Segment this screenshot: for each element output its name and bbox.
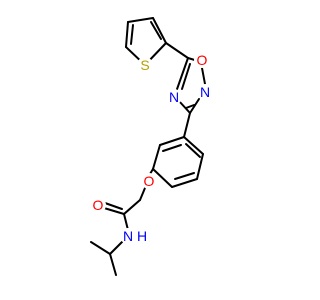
bond xyxy=(123,199,141,215)
bond xyxy=(152,144,161,170)
bond xyxy=(152,17,167,44)
bond xyxy=(175,57,189,93)
bond xyxy=(185,104,195,109)
ether-oxygen-label: O xyxy=(144,173,155,189)
bond xyxy=(123,213,129,231)
bond xyxy=(174,172,195,180)
bond xyxy=(139,187,146,201)
amide-hydrogen-atom: H xyxy=(136,228,148,244)
carbonyl-oxygen-label: O xyxy=(93,197,104,213)
bond xyxy=(189,98,200,114)
bond xyxy=(109,241,123,255)
bond xyxy=(150,21,162,40)
structure-canvas: S O N N O O N xyxy=(90,17,213,276)
bond xyxy=(130,24,134,45)
bond xyxy=(125,21,129,48)
ring-oxygen-atom: O xyxy=(194,52,210,68)
sulfur-label: S xyxy=(140,57,149,73)
ether-oxygen-atom: O xyxy=(141,173,157,189)
amide-hydrogen-label: H xyxy=(137,228,147,244)
molecule-diagram: S O N N O O N xyxy=(90,17,213,276)
bond xyxy=(201,67,206,85)
bond xyxy=(165,42,189,59)
bond xyxy=(104,202,123,210)
ring-nitrogen-top-atom: N xyxy=(197,84,213,100)
atom-labels: S O N N O O N xyxy=(90,52,213,244)
bond xyxy=(162,144,182,152)
bond xyxy=(183,112,191,138)
bond xyxy=(159,136,185,146)
bonds xyxy=(90,17,206,276)
bond xyxy=(196,153,204,180)
carbonyl-oxygen-atom: O xyxy=(90,197,106,213)
ring-oxygen-label: O xyxy=(197,52,208,68)
bond xyxy=(109,253,117,276)
bond xyxy=(183,136,204,155)
ring-nitrogen-left-label: N xyxy=(169,89,179,105)
bond xyxy=(178,100,191,114)
bond xyxy=(181,63,191,90)
bond xyxy=(185,143,201,158)
amide-nitrogen-label: N xyxy=(123,228,133,244)
sulfur-atom: S xyxy=(137,57,153,73)
bond xyxy=(152,168,173,188)
ring-nitrogen-left-atom: N xyxy=(166,89,182,105)
bond xyxy=(171,178,198,188)
ring-nitrogen-top-label: N xyxy=(200,84,210,100)
amide-nitrogen-atom: N xyxy=(120,228,136,244)
bond xyxy=(90,241,111,255)
bond xyxy=(127,17,154,23)
bond xyxy=(103,207,125,215)
